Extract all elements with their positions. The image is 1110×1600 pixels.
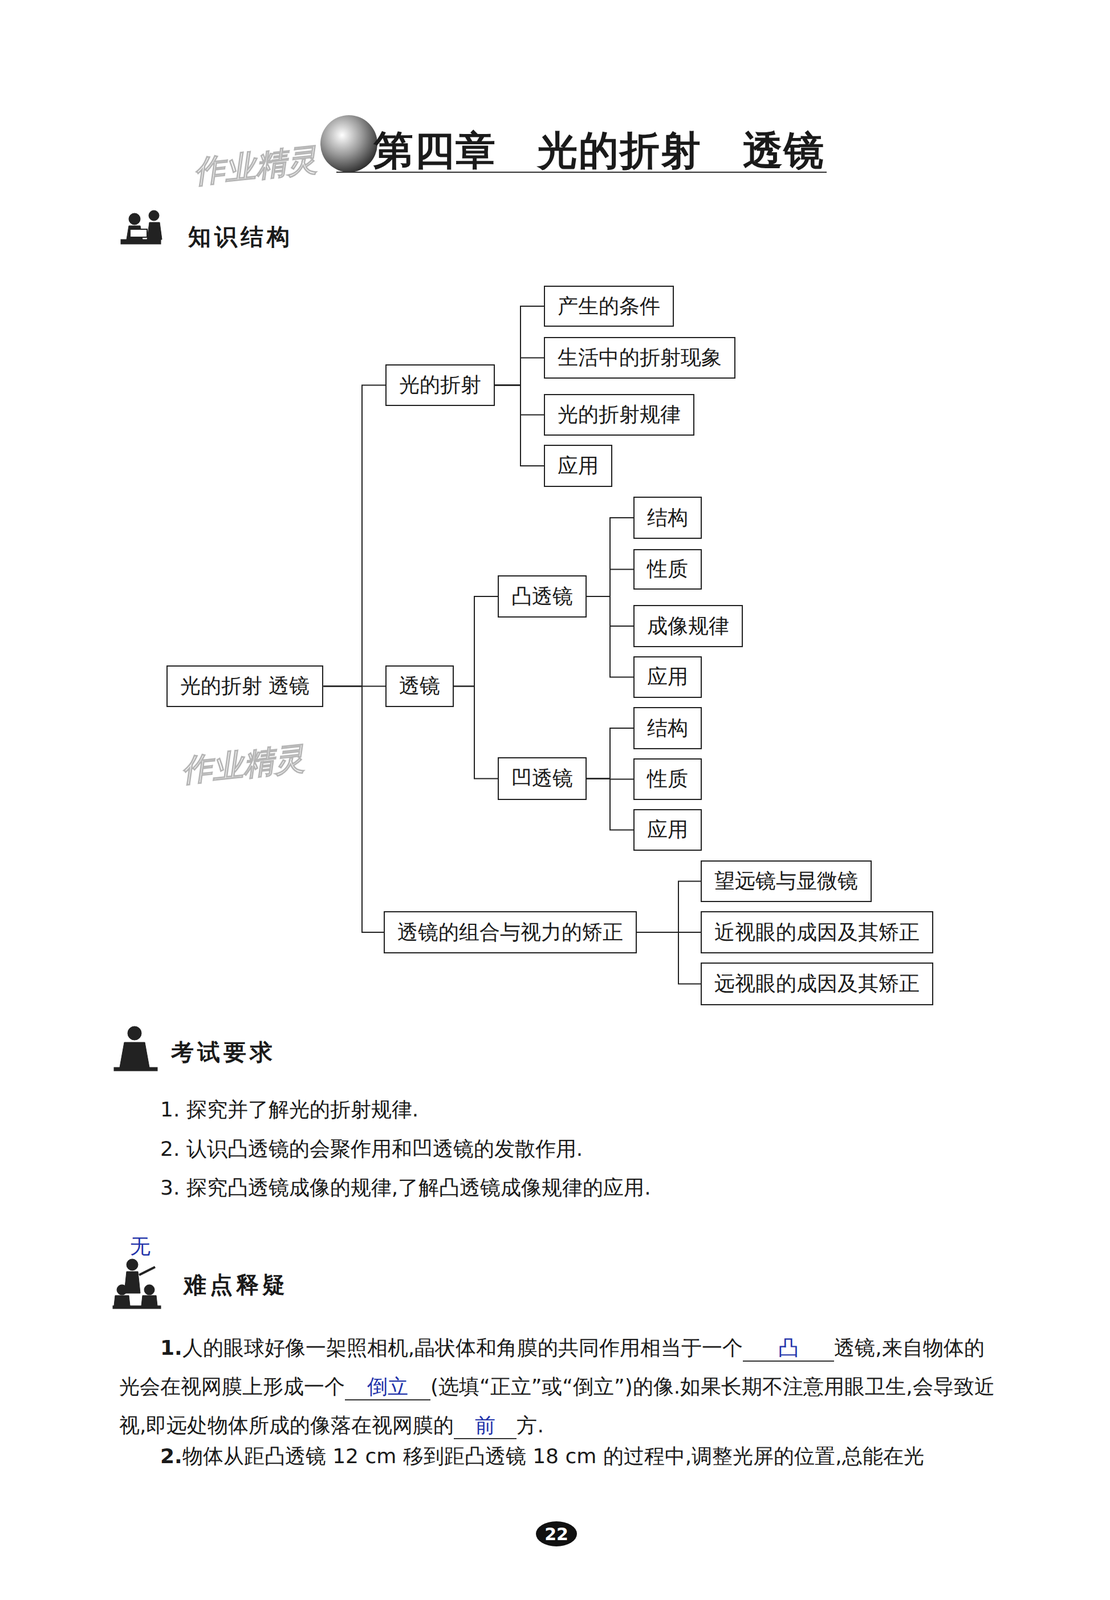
box-text: 应用 <box>647 663 689 691</box>
mindmap-box: 凹透镜 <box>497 757 587 800</box>
tree-connector <box>636 881 701 933</box>
question-paragraph: 2.物体从距凸透镜 12 cm 移到距凸透镜 18 cm 的过程中,调整光屏的位… <box>160 1442 925 1471</box>
section-heading: 考试要求 <box>171 1036 276 1068</box>
tree-connector <box>586 728 634 779</box>
question-number: 2. <box>160 1444 183 1468</box>
mindmap-box: 生活中的折射现象 <box>543 336 736 379</box>
box-text: 性质 <box>647 765 689 794</box>
mindmap-box: 性质 <box>633 549 702 590</box>
box-text: 应用 <box>647 815 689 844</box>
mindmap-box: 光的折射规律 <box>543 393 695 436</box>
mindmap-box: 光的折射 <box>385 364 495 406</box>
tree-connector <box>494 385 544 467</box>
mindmap-box: 光的折射 透镜 <box>166 665 324 707</box>
box-text: 光的折射 <box>399 371 482 400</box>
tree-connector <box>586 517 634 597</box>
tree-connector <box>494 385 544 416</box>
title-sphere <box>320 115 378 173</box>
mindmap-box: 性质 <box>633 758 702 800</box>
box-text: 远视眼的成因及其矫正 <box>714 969 920 998</box>
box-text: 透镜 <box>399 672 441 701</box>
section-heading: 知识结构 <box>188 221 294 253</box>
tree-connector <box>636 932 701 985</box>
mindmap-box: 凸透镜 <box>497 575 587 618</box>
requirement-item: 2. 认识凸透镜的会聚作用和凹透镜的发散作用. <box>160 1135 583 1164</box>
answer-blank: 前 <box>453 1412 517 1439</box>
lecture-icon <box>112 1258 161 1309</box>
question-number: 1. <box>160 1335 183 1360</box>
chapter-title: 第四章 光的折射 透镜 <box>373 124 825 178</box>
box-text: 结构 <box>647 503 689 532</box>
answer-blank: 凸 <box>742 1335 835 1362</box>
watermark: 作业精灵 <box>192 139 319 194</box>
box-text: 透镜的组合与视力的矫正 <box>397 918 624 947</box>
section-heading: 难点释疑 <box>183 1269 289 1301</box>
box-text: 凹透镜 <box>511 764 573 793</box>
tree-connector <box>586 569 634 597</box>
tree-connector <box>494 358 544 386</box>
box-text: 近视眼的成因及其矫正 <box>714 918 920 947</box>
requirement-item: 3. 探究凸透镜成像的规律,了解凸透镜成像规律的应用. <box>160 1173 652 1202</box>
mindmap-box: 成像规律 <box>633 604 743 648</box>
mindmap-box: 产生的条件 <box>543 285 674 327</box>
tree-connector <box>586 778 634 831</box>
box-text: 成像规律 <box>647 612 730 641</box>
mindmap-box: 近视眼的成因及其矫正 <box>700 911 934 954</box>
box-text: 应用 <box>557 452 599 481</box>
handwritten-note: 无 <box>129 1232 151 1261</box>
box-text: 生活中的折射现象 <box>557 343 722 372</box>
box-text: 望远镜与显微镜 <box>714 867 859 896</box>
tree-connector <box>323 385 386 687</box>
mindmap-box: 应用 <box>633 808 702 851</box>
mindmap-box: 结构 <box>633 706 702 750</box>
mindmap-box: 透镜 <box>385 665 454 707</box>
box-text: 凸透镜 <box>511 582 573 611</box>
tree-connector <box>453 686 498 779</box>
tree-connector <box>323 686 384 933</box>
teacher-icon <box>114 1026 158 1071</box>
box-text: 结构 <box>647 714 689 743</box>
question-text: 物体从距凸透镜 12 cm 移到距凸透镜 18 cm 的过程中,调整光屏的位置,… <box>182 1444 925 1468</box>
requirement-item: 1. 探究并了解光的折射规律. <box>160 1095 419 1124</box>
question-text: 方. <box>516 1413 544 1437</box>
question-text: 人的眼球好像一架照相机,晶状体和角膜的共同作用相当于一个 <box>182 1335 743 1360</box>
reading-icon <box>120 210 162 245</box>
box-text: 产生的条件 <box>557 292 661 321</box>
mindmap-box: 远视眼的成因及其矫正 <box>700 962 934 1006</box>
mindmap-box: 结构 <box>633 496 702 539</box>
mindmap-box: 望远镜与显微镜 <box>700 860 872 902</box>
question-paragraph: 1.人的眼球好像一架照相机,晶状体和角膜的共同作用相当于一个凸透镜,来自物体的光… <box>119 1328 1002 1445</box>
mindmap-box: 应用 <box>633 656 702 698</box>
answer-blank: 倒立 <box>344 1373 431 1401</box>
box-text: 性质 <box>647 555 689 584</box>
box-text: 光的折射 透镜 <box>180 672 310 701</box>
mindmap-box: 应用 <box>543 444 613 487</box>
mindmap-box: 透镜的组合与视力的矫正 <box>383 911 637 954</box>
tree-connector <box>453 596 498 687</box>
tree-connector <box>494 306 544 386</box>
page-number: 22 <box>535 1521 577 1547</box>
tree-connector <box>586 596 634 678</box>
box-text: 光的折射规律 <box>557 400 681 429</box>
watermark: 作业精灵 <box>179 737 307 792</box>
